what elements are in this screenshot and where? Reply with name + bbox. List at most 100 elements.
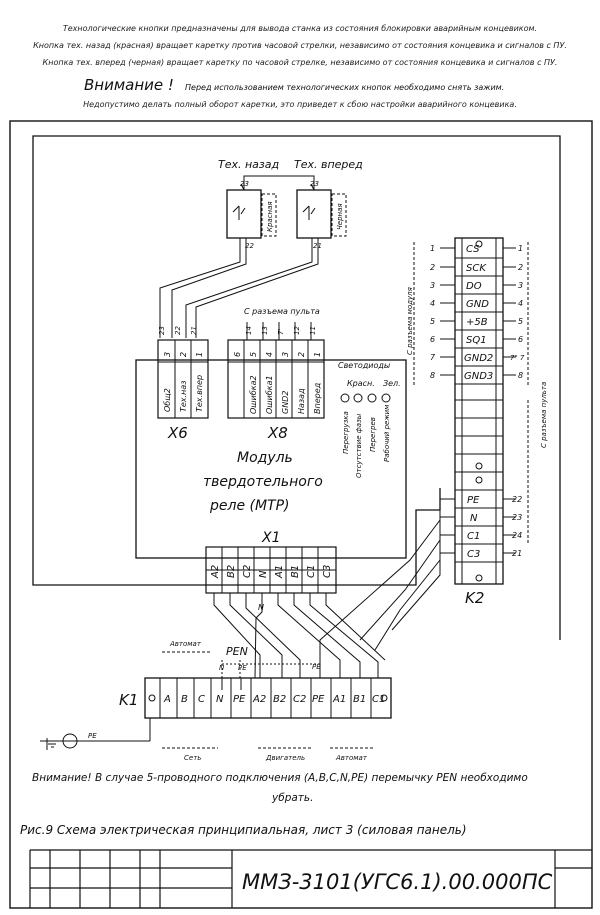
x8-label-error1: Ошибка1 bbox=[265, 375, 274, 414]
k2-row-2-left: 2 bbox=[430, 263, 435, 272]
k1-terminal-strip bbox=[40, 651, 392, 750]
k2-power-1-signal: PE bbox=[467, 495, 480, 506]
k2-power-1-right: 22 bbox=[512, 495, 522, 504]
x6-pin-2: 2 bbox=[179, 352, 188, 357]
x8-remote-label: С разъема пульта bbox=[244, 307, 320, 316]
k2-connector bbox=[413, 237, 529, 585]
button-forward-color: Черная bbox=[336, 203, 344, 230]
power-wiring bbox=[213, 498, 455, 690]
x1-terminal-a1: A1 bbox=[274, 565, 285, 579]
title-block bbox=[29, 849, 592, 908]
attention-word: Внимание ! bbox=[84, 76, 174, 94]
k2-row-5-right: 5 bbox=[518, 317, 523, 326]
k1-terminal-a: A bbox=[163, 694, 171, 705]
k2-power-4-right: 21 bbox=[512, 549, 522, 558]
x6-connector bbox=[157, 339, 209, 419]
x6-wire-23: 23 bbox=[158, 326, 166, 335]
x1-terminal-a2: A2 bbox=[210, 565, 221, 579]
x6-wire-22: 22 bbox=[174, 326, 182, 335]
x1-n-branch: N bbox=[258, 603, 264, 612]
button-back-pin-top: 23 bbox=[240, 180, 249, 188]
k2-row-5-left: 5 bbox=[430, 317, 435, 326]
leds-red: Красн. bbox=[347, 379, 375, 388]
x1-terminal-c1: C1 bbox=[306, 565, 317, 578]
k2-module-label: С разъема модуля bbox=[406, 287, 414, 355]
x8-pin-1: 1 bbox=[313, 352, 322, 357]
x8-pin-2: 2 bbox=[297, 352, 306, 357]
button-forward-title: Тех. вперед bbox=[294, 158, 363, 171]
led-label-phase-loss: Отсутствие фазы bbox=[355, 413, 363, 478]
x8-pin-3: 3 bbox=[281, 352, 290, 357]
k2-power-3-signal: C1 bbox=[467, 531, 480, 542]
button-back-color: Красная bbox=[266, 201, 274, 232]
note-line-2: Кнопка тех. назад (красная) вращает каре… bbox=[33, 41, 567, 50]
x8-label-back: Назад bbox=[297, 388, 306, 414]
k2-row-5-signal: +5B bbox=[466, 317, 488, 328]
attention-text: Перед использованием технологических кно… bbox=[185, 83, 505, 92]
k1-terminal-pe-2: PE bbox=[312, 694, 325, 705]
x1-terminal-b2: B2 bbox=[226, 565, 237, 578]
warning-line-2: убрать. bbox=[272, 792, 314, 804]
x6-label-back: Тех.наз bbox=[179, 381, 188, 412]
doc-code: ММЗ-3101(УГС6.1).00.000ПС bbox=[242, 870, 553, 894]
x1-terminal-c2: C2 bbox=[242, 565, 253, 578]
k1-group-motor: Двигатель bbox=[265, 754, 305, 762]
k1-ground-label: PE bbox=[88, 732, 97, 740]
led-label-overload: Перегрузка bbox=[342, 411, 350, 454]
k1-terminal-c2: C2 bbox=[293, 694, 306, 705]
x8-wire-12: 12 bbox=[293, 326, 301, 335]
x1-name: X1 bbox=[261, 530, 281, 546]
note-line-5: Недопустимо делать полный оборот каретки… bbox=[83, 100, 517, 109]
k2-row-7-right: 7" 7 bbox=[510, 354, 525, 362]
k2-power-2-signal: N bbox=[470, 513, 478, 524]
k2-row-1-right: 1 bbox=[518, 244, 523, 253]
x6-label-forward: Тех.впер bbox=[195, 375, 204, 412]
k1-jumper-n: N bbox=[219, 664, 225, 672]
k2-row-3-right: 3 bbox=[518, 281, 523, 290]
k2-row-8-right: 8 bbox=[518, 371, 523, 380]
k2-power-3-right: 24 bbox=[512, 531, 522, 540]
k2-row-3-signal: DO bbox=[466, 281, 482, 292]
k2-row-3-left: 3 bbox=[430, 281, 435, 290]
sheet-frame bbox=[9, 120, 593, 909]
k2-row-6-right: 6 bbox=[518, 335, 523, 344]
k1-terminal-a1: A1 bbox=[332, 694, 346, 705]
note-line-3: Кнопка тех. вперед (черная) вращает каре… bbox=[42, 58, 558, 67]
x8-wire-11: 11 bbox=[309, 326, 317, 335]
k2-row-2-right: 2 bbox=[518, 263, 523, 272]
k2-row-4-right: 4 bbox=[518, 299, 523, 308]
x1-terminal-n: N bbox=[258, 570, 269, 578]
mtr-title-line-3: реле (МТР) bbox=[209, 498, 290, 514]
k1-group-set: Сеть bbox=[184, 754, 201, 762]
k2-name: K2 bbox=[465, 589, 484, 607]
k2-row-8-left: 8 bbox=[430, 371, 435, 380]
k1-terminal-c1: C1 bbox=[372, 694, 385, 705]
k2-row-4-left: 4 bbox=[430, 299, 435, 308]
warning-line-1: Внимание! В случае 5-проводного подключе… bbox=[32, 772, 528, 784]
mtr-title-line-1: Модуль bbox=[237, 450, 293, 466]
leds-green: Зел. bbox=[383, 379, 401, 388]
k1-terminal-pe: PE bbox=[233, 694, 246, 705]
x8-wire-14: 14 bbox=[245, 326, 253, 335]
mtr-title-line-2: твердотельного bbox=[203, 474, 323, 490]
k1-pen-label: PEN bbox=[226, 645, 248, 658]
led-label-overheat: Перегрев bbox=[369, 417, 377, 452]
k1-jumper-pe: PE bbox=[238, 664, 247, 672]
k1-jumper-pe-2: PE bbox=[312, 663, 321, 671]
k1-name: K1 bbox=[119, 691, 138, 709]
button-forward-pin-bottom: 21 bbox=[313, 242, 322, 250]
x8-pin-4: 4 bbox=[265, 352, 274, 357]
x6-pin-1: 1 bbox=[195, 352, 204, 357]
k2-row-2-signal: SCK bbox=[466, 263, 487, 274]
led-label-working: Рабочий режим bbox=[383, 404, 391, 462]
k2-row-7-signal: GND2 bbox=[464, 353, 493, 364]
k2-row-6-left: 6 bbox=[430, 335, 435, 344]
x8-pin-5: 5 bbox=[249, 352, 258, 357]
x8-wire-13: 13 bbox=[261, 326, 269, 335]
x6-wire-21: 21 bbox=[190, 326, 198, 335]
x8-wire-7: 7' bbox=[277, 329, 285, 335]
k2-row-1-left: 1 bbox=[430, 244, 435, 253]
figure-caption: Рис.9 Схема электрическая принципиальная… bbox=[20, 823, 467, 837]
k2-row-7-left: 7 bbox=[430, 353, 436, 362]
